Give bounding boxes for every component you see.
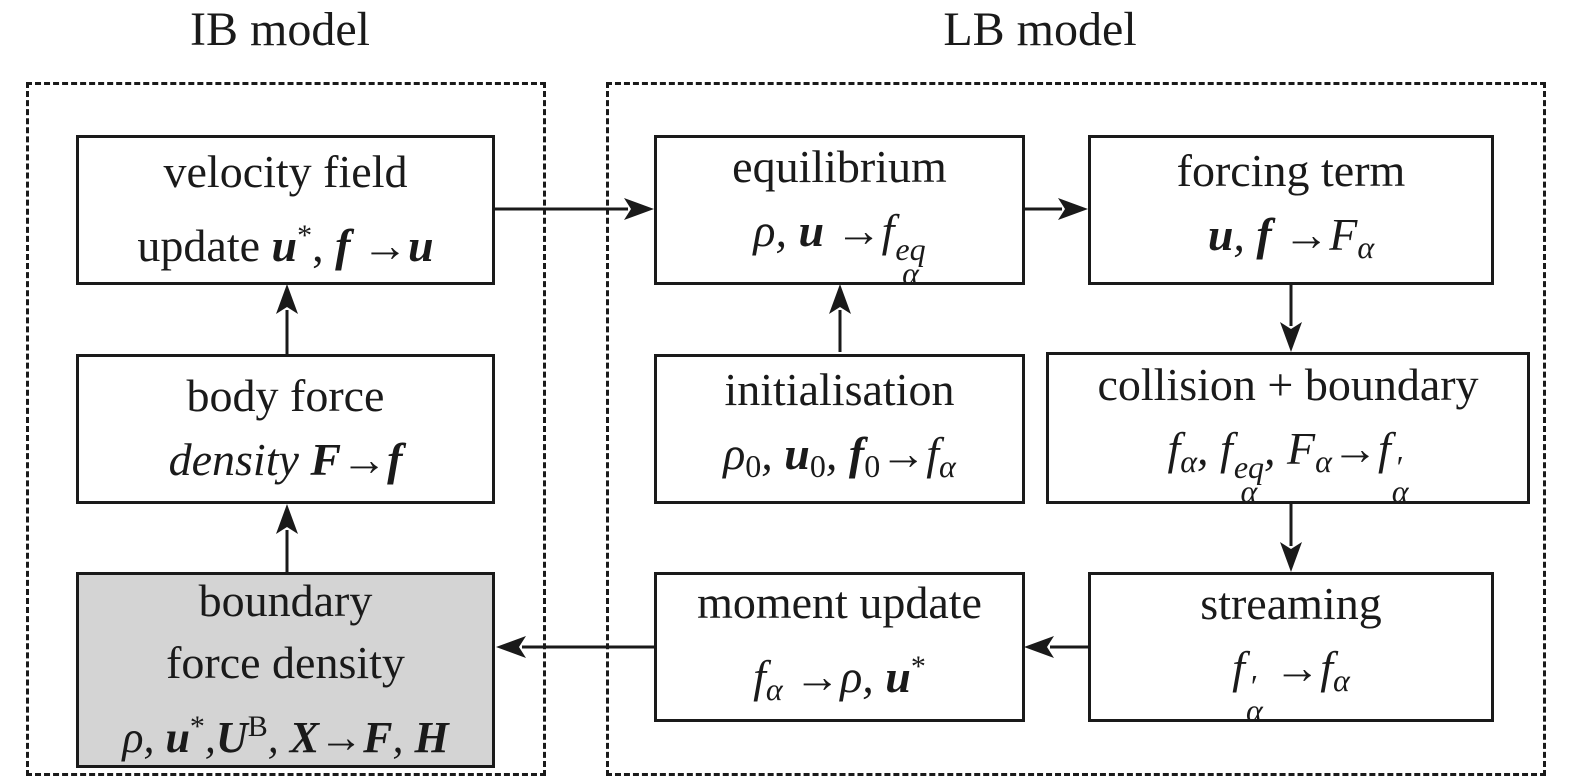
arrow-equilibrium-to-forcing: [1024, 198, 1088, 220]
initialisation-box-title: initialisation: [724, 364, 955, 415]
arrow-initialisation-to-equilibrium: [829, 284, 851, 352]
ib-model-title: IB model: [190, 3, 370, 56]
collision-box-title: collision + boundary: [1097, 358, 1479, 410]
arrow-streaming-to-moment: [1024, 636, 1088, 658]
initialisation-box-formula: ρ0, u0, f0→fα: [723, 428, 956, 484]
moment-box-title: moment update: [697, 577, 982, 628]
arrow-forcing-to-collision: [1280, 284, 1302, 352]
streaming-box-formula: f′α →fα: [1232, 641, 1350, 728]
velocity-field-update-box: velocity field update u*, f →u: [76, 135, 495, 285]
ib-model-group: [26, 82, 546, 776]
boundary-force-box-line1: boundary: [198, 574, 373, 626]
body-force-box-formula: density F→f: [168, 434, 403, 485]
velocity-box-title: velocity field: [163, 146, 408, 197]
equilibrium-box-title: equilibrium: [732, 140, 947, 192]
boundary-force-density-box: boundary force density ρ, u*,UB, X→F, H: [76, 572, 495, 768]
moment-update-box: moment update fα →ρ, u*: [654, 572, 1025, 722]
arrow-body-force-to-velocity: [276, 284, 298, 355]
lb-model-group: [606, 82, 1546, 776]
streaming-box: streaming f′α →fα: [1088, 572, 1494, 728]
moment-box-formula: fα →ρ, u*: [753, 650, 926, 707]
arrow-collision-to-streaming: [1280, 504, 1302, 572]
boundary-force-box-formula: ρ, u*,UB, X→F, H: [122, 709, 449, 762]
body-force-box-title: body force: [186, 370, 385, 421]
boundary-force-box-line2: force density: [166, 636, 405, 688]
body-force-density-box: body force density F→f: [76, 354, 495, 504]
velocity-box-formula: update u*, f →u: [137, 219, 434, 271]
forcing-term-box: forcing term u, f →Fα: [1088, 135, 1494, 285]
initialisation-box: initialisation ρ0, u0, f0→fα: [654, 354, 1025, 504]
streaming-box-title: streaming: [1200, 577, 1382, 629]
arrow-moment-to-boundary-force: [496, 636, 654, 658]
forcing-box-formula: u, f →Fα: [1207, 209, 1375, 265]
arrow-velocity-to-equilibrium: [494, 198, 654, 220]
forcing-box-title: forcing term: [1176, 145, 1406, 196]
lb-model-title: LB model: [943, 3, 1137, 56]
arrow-boundary-force-to-body-force: [276, 504, 298, 572]
